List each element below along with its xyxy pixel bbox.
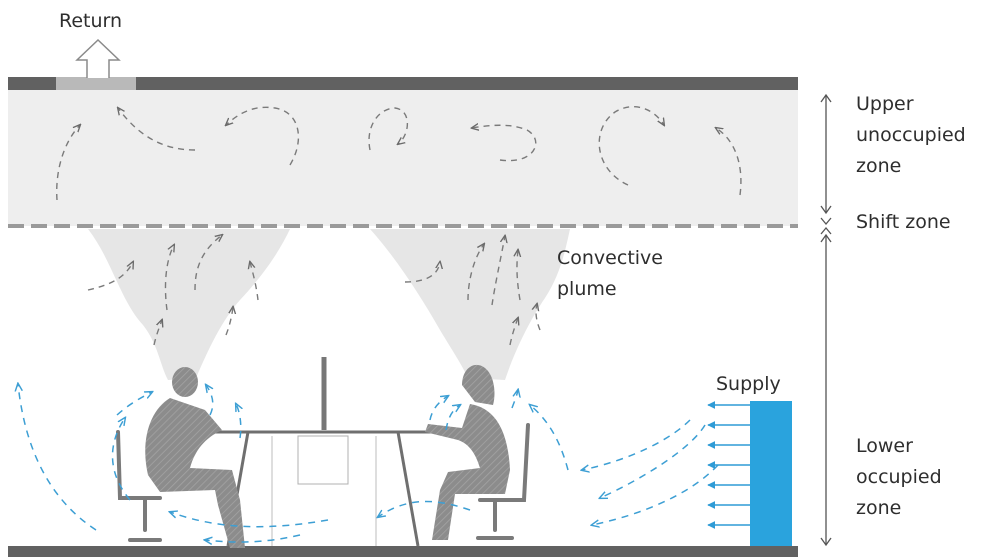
convective-plume-left — [88, 229, 290, 380]
upper-zone-band — [8, 90, 798, 226]
shift-zone-label: Shift zone — [856, 211, 951, 233]
plume-label-line2: plume — [557, 278, 617, 300]
upper-zone-airflow — [56, 107, 742, 201]
upper-zone-label-line1: Upper — [856, 93, 914, 115]
lower-zone-label-line3: zone — [856, 497, 901, 519]
plume-airflow — [87, 235, 541, 346]
lower-zone-extent-arrow — [820, 233, 832, 547]
supply-label: Supply — [716, 373, 781, 395]
lower-zone-label-line1: Lower — [856, 435, 913, 457]
return-label: Return — [59, 10, 122, 32]
left-person — [116, 367, 245, 548]
return-grille — [56, 77, 136, 90]
convective-plume-right — [370, 229, 570, 380]
supply-discharge-arrows — [707, 401, 750, 529]
upper-zone-extent-arrow — [820, 93, 832, 215]
ceiling — [8, 77, 798, 90]
lower-zone-label-line2: occupied — [856, 466, 942, 488]
upper-zone-label-line2: unoccupied — [856, 124, 966, 146]
right-person — [425, 364, 530, 540]
upper-zone-label-line3: zone — [856, 155, 901, 177]
supply-airflow — [18, 384, 719, 542]
supply-unit — [750, 401, 792, 546]
plume-label-line1: Convective — [557, 247, 663, 269]
shift-zone-marker — [820, 217, 832, 235]
floor — [8, 546, 798, 557]
return-arrow-icon — [75, 38, 121, 78]
